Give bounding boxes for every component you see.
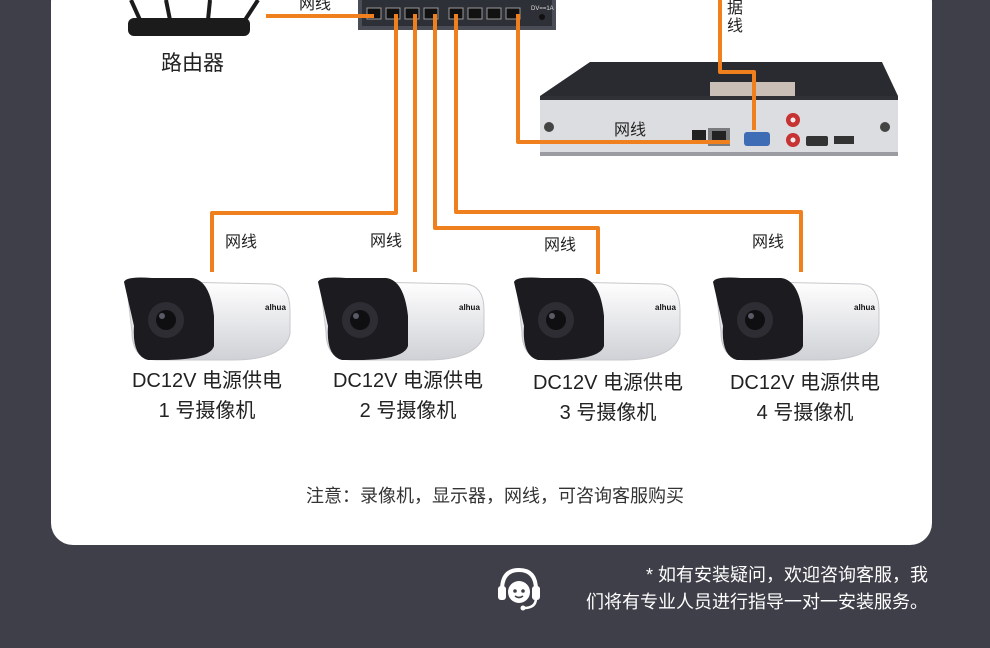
headset-icon — [498, 567, 540, 611]
camera-brand: alhua — [854, 303, 875, 312]
camera-power-text: DC12V 电源供电 — [729, 372, 881, 394]
camera-brand: alhua — [265, 303, 286, 312]
router-icon — [128, 0, 260, 36]
nvr-wire-label: 网线 — [614, 122, 647, 139]
camera4-wire — [454, 14, 803, 272]
camera4-caption: DC12V 电源供电 4 号摄像机 — [705, 368, 905, 428]
switch-label: DV==1A — [531, 6, 554, 12]
camera-number-text: 3 号摄像机 — [559, 402, 657, 424]
footer-line: 们将有专业人员进行指导一对一安装服务。 — [586, 592, 928, 612]
camera-power-text: DC12V 电源供电 — [332, 370, 484, 392]
camera4-wire-label: 网线 — [752, 234, 785, 251]
camera-icon: alhua — [514, 277, 681, 361]
data-wire-label-char: 据 — [727, 0, 744, 17]
camera3-wire — [433, 14, 600, 274]
camera1-wire — [210, 14, 398, 272]
camera-number-text: 4 号摄像机 — [756, 402, 854, 424]
camera-number-text: 2 号摄像机 — [359, 400, 457, 422]
camera1-caption: DC12V 电源供电 1 号摄像机 — [107, 366, 307, 426]
nvr-wire — [516, 14, 730, 144]
camera-brand: alhua — [655, 303, 676, 312]
camera-icon: alhua — [124, 277, 291, 361]
footer-line: * 如有安装疑问，欢迎咨询客服，我 — [645, 565, 928, 585]
data-wire — [718, 0, 756, 130]
network-wires — [210, 0, 803, 274]
data-wire-label-char: 线 — [727, 18, 744, 35]
purchase-note: 注意：录像机，显示器，网线，可咨询客服购买 — [306, 486, 684, 506]
camera3-caption: DC12V 电源供电 3 号摄像机 — [508, 368, 708, 428]
camera-power-text: DC12V 电源供电 — [131, 370, 283, 392]
camera3-wire-label: 网线 — [544, 237, 577, 254]
router-label: 路由器 — [161, 52, 224, 75]
camera-icon: alhua — [713, 277, 880, 361]
camera1-wire-label: 网线 — [225, 234, 258, 251]
camera-brand: alhua — [459, 303, 480, 312]
camera-number-text: 1 号摄像机 — [158, 400, 256, 422]
camera2-caption: DC12V 电源供电 2 号摄像机 — [308, 366, 508, 426]
camera-power-text: DC12V 电源供电 — [532, 372, 684, 394]
camera-icon: alhua — [318, 277, 485, 361]
camera2-wire-label: 网线 — [370, 233, 403, 250]
support-footer: * 如有安装疑问，欢迎咨询客服，我 们将有专业人员进行指导一对一安装服务。 — [586, 562, 928, 616]
router-wire-label: 网线 — [299, 0, 332, 13]
